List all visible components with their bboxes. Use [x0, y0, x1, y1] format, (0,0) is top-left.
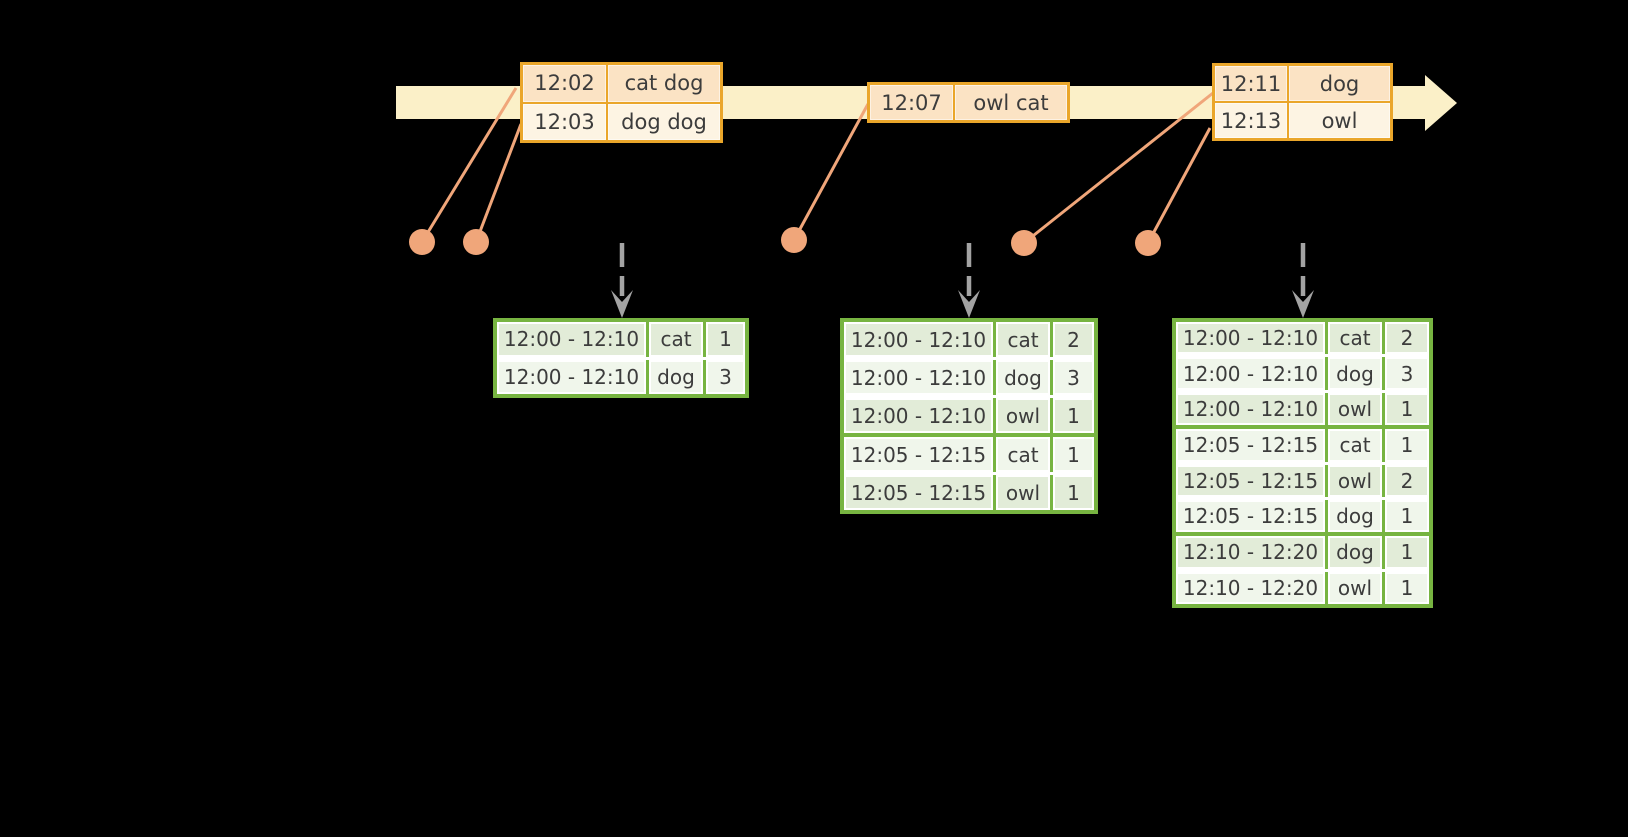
- event-connector-line: [474, 123, 523, 243]
- window-cell: 12:10 - 12:20: [1176, 571, 1325, 604]
- window-cell: 12:00 - 12:10: [1176, 322, 1325, 355]
- word-cell: cat: [993, 322, 1050, 357]
- table-row: 12:00 - 12:10 cat 2: [1176, 322, 1429, 355]
- trigger-arrow-head-icon: [1292, 290, 1314, 318]
- word-cell: owl: [1325, 392, 1382, 426]
- word-cell: owl: [1325, 464, 1382, 497]
- event-dot: [463, 229, 489, 255]
- event-time-cell: 12:03: [523, 103, 608, 140]
- window-cell: 12:05 - 12:15: [844, 475, 993, 510]
- trigger-arrow-head-icon: [611, 290, 633, 318]
- event-time-cell: 12:13: [1215, 103, 1289, 138]
- count-cell: 1: [1050, 437, 1094, 472]
- event-dot: [781, 227, 807, 253]
- word-cell: cat: [1325, 322, 1382, 355]
- table-row: 12:10 - 12:20 dog 1: [1176, 532, 1429, 569]
- event-words-cell: dog: [1289, 66, 1390, 101]
- event-words-cell: owl cat: [955, 85, 1067, 120]
- event-dot: [1135, 230, 1161, 256]
- trigger-arrow-head-icon: [958, 290, 980, 318]
- event-words-cell: owl: [1289, 103, 1390, 138]
- window-cell: 12:05 - 12:15: [844, 437, 993, 472]
- event-table-2: 12:07 owl cat: [867, 82, 1070, 123]
- table-row: 12:13 owl: [1215, 101, 1390, 138]
- window-cell: 12:00 - 12:10: [497, 359, 646, 394]
- table-row: 12:00 - 12:10 dog 3: [497, 356, 745, 394]
- event-words-cell: cat dog: [608, 65, 720, 102]
- word-cell: dog: [1325, 499, 1382, 533]
- table-row: 12:05 - 12:15 cat 1: [844, 433, 1094, 472]
- event-dot: [409, 229, 435, 255]
- count-cell: 3: [703, 359, 745, 394]
- result-table-1: 12:00 - 12:10 cat 1 12:00 - 12:10 dog 3: [493, 318, 749, 398]
- window-cell: 12:05 - 12:15: [1176, 429, 1325, 462]
- word-cell: owl: [993, 398, 1050, 433]
- window-cell: 12:00 - 12:10: [844, 360, 993, 395]
- table-row: 12:07 owl cat: [870, 85, 1067, 120]
- table-row: 12:10 - 12:20 owl 1: [1176, 568, 1429, 604]
- count-cell: 1: [1382, 571, 1429, 604]
- count-cell: 1: [1382, 499, 1429, 533]
- word-cell: dog: [1325, 536, 1382, 569]
- count-cell: 2: [1382, 464, 1429, 497]
- event-time-cell: 12:02: [523, 65, 608, 102]
- event-time-cell: 12:07: [870, 85, 955, 120]
- window-cell: 12:00 - 12:10: [844, 322, 993, 357]
- table-row: 12:05 - 12:15 owl 1: [844, 472, 1094, 510]
- word-cell: cat: [993, 437, 1050, 472]
- table-row: 12:00 - 12:10 dog 3: [1176, 354, 1429, 390]
- word-cell: dog: [646, 359, 703, 394]
- table-row: 12:05 - 12:15 dog 1: [1176, 496, 1429, 533]
- table-row: 12:00 - 12:10 cat 2: [844, 322, 1094, 357]
- table-row: 12:05 - 12:15 cat 1: [1176, 425, 1429, 462]
- word-cell: owl: [1325, 571, 1382, 604]
- word-cell: dog: [1325, 357, 1382, 390]
- event-words-cell: dog dog: [608, 103, 720, 140]
- count-cell: 2: [1050, 322, 1094, 357]
- event-time-cell: 12:11: [1215, 66, 1289, 101]
- window-cell: 12:00 - 12:10: [844, 398, 993, 433]
- word-cell: cat: [646, 322, 703, 357]
- window-cell: 12:05 - 12:15: [1176, 499, 1325, 533]
- count-cell: 1: [1382, 536, 1429, 569]
- count-cell: 3: [1050, 360, 1094, 395]
- timeline-arrow-head-icon: [1425, 75, 1457, 131]
- result-table-3: 12:00 - 12:10 cat 2 12:00 - 12:10 dog 3 …: [1172, 318, 1433, 608]
- table-row: 12:02 cat dog: [523, 65, 720, 102]
- window-cell: 12:00 - 12:10: [1176, 357, 1325, 390]
- window-cell: 12:05 - 12:15: [1176, 464, 1325, 497]
- event-connector-line: [792, 103, 870, 241]
- event-table-3: 12:11 dog 12:13 owl: [1212, 63, 1393, 141]
- count-cell: 1: [1050, 475, 1094, 510]
- count-cell: 1: [1382, 429, 1429, 462]
- count-cell: 1: [1050, 398, 1094, 433]
- table-row: 12:03 dog dog: [523, 101, 720, 140]
- window-cell: 12:00 - 12:10: [1176, 392, 1325, 426]
- table-row: 12:11 dog: [1215, 66, 1390, 101]
- event-table-1: 12:02 cat dog 12:03 dog dog: [520, 62, 723, 143]
- count-cell: 3: [1382, 357, 1429, 390]
- event-connector-line: [420, 87, 518, 243]
- table-row: 12:00 - 12:10 owl 1: [844, 395, 1094, 433]
- window-cell: 12:10 - 12:20: [1176, 536, 1325, 569]
- table-row: 12:00 - 12:10 dog 3: [844, 357, 1094, 395]
- event-connector-line: [1146, 127, 1212, 244]
- table-row: 12:00 - 12:10 owl 1: [1176, 389, 1429, 426]
- word-cell: dog: [993, 360, 1050, 395]
- event-connector-line: [1023, 91, 1214, 245]
- event-dot: [1011, 230, 1037, 256]
- window-cell: 12:00 - 12:10: [497, 322, 646, 357]
- word-cell: cat: [1325, 429, 1382, 462]
- count-cell: 1: [1382, 392, 1429, 426]
- count-cell: 1: [703, 322, 745, 357]
- table-row: 12:05 - 12:15 owl 2: [1176, 461, 1429, 497]
- count-cell: 2: [1382, 322, 1429, 355]
- table-row: 12:00 - 12:10 cat 1: [497, 322, 745, 357]
- word-cell: owl: [993, 475, 1050, 510]
- result-table-2: 12:00 - 12:10 cat 2 12:00 - 12:10 dog 3 …: [840, 318, 1098, 514]
